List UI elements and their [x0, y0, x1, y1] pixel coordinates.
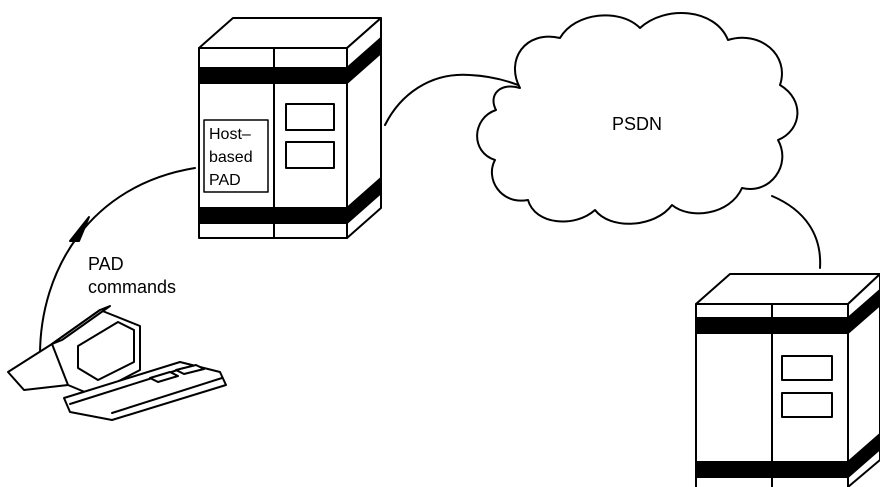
terminal-icon [7, 305, 227, 421]
pad-box-line-2: based [209, 149, 253, 166]
pad-box-line-1: Host– [209, 126, 251, 143]
cloud-icon [476, 12, 799, 225]
commands-label-line-2: commands [88, 277, 176, 297]
host-cloud-link [384, 73, 519, 126]
arrowhead [69, 216, 90, 242]
cloud-label: PSDN [612, 114, 662, 134]
host-computer-icon [198, 17, 382, 239]
commands-label-line-1: PAD [88, 254, 124, 274]
remote-host-computer-icon [695, 273, 880, 487]
pad-box-line-3: PAD [209, 172, 241, 189]
cloud-remote-link [771, 195, 822, 269]
